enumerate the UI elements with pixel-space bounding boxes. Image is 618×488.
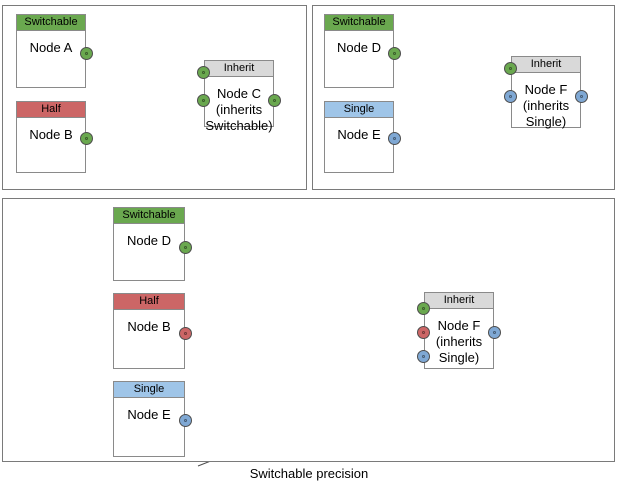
node-e-output-port[interactable] [388,132,401,145]
node-b-body: Node B [29,127,73,142]
node-c-output-port[interactable] [268,94,281,107]
node-c-input-port-2[interactable] [197,94,210,107]
node-e2[interactable]: Single Node E [113,381,185,457]
node-e2-output-port[interactable] [179,414,192,427]
node-d2-output-port[interactable] [179,241,192,254]
node-d2-header: Switchable [114,208,184,224]
node-e-body: Node E [337,127,381,142]
node-f2-input-port-1[interactable] [417,302,430,315]
node-c-header: Inherit [205,61,273,77]
node-b[interactable]: Half Node B [16,101,86,173]
node-d2-body: Node D [126,233,172,248]
panel-top-left: Switchable Node A Half Node B Inherit No… [2,5,307,190]
node-e2-header: Single [114,382,184,398]
node-a-output-port[interactable] [80,47,93,60]
node-d[interactable]: Switchable Node D [324,14,394,88]
node-b2[interactable]: Half Node B [113,293,185,369]
node-f-input-port-2[interactable] [504,90,517,103]
node-d-header: Switchable [325,15,393,31]
node-f2-output-port[interactable] [488,326,501,339]
node-a-body: Node A [29,40,73,55]
node-a-header: Switchable [17,15,85,31]
node-f[interactable]: Inherit Node F (inherits Single) [511,56,581,129]
node-b-output-port[interactable] [80,132,93,145]
node-f-body: Node F (inherits Single) [522,82,570,129]
node-d-output-port[interactable] [388,47,401,60]
node-f-input-port-1[interactable] [504,62,517,75]
node-b2-header: Half [114,294,184,310]
node-c-input-port-1[interactable] [197,66,210,79]
node-d-body: Node D [336,40,382,55]
diagram-caption: Switchable precision [249,466,369,481]
node-f2-input-port-2[interactable] [417,326,430,339]
node-c-body: Node C (inherits Switchable) [205,86,273,133]
node-b-header: Half [17,102,85,118]
node-f-output-port[interactable] [575,90,588,103]
node-c[interactable]: Inherit Node C (inherits Switchable) [204,60,274,133]
node-d2[interactable]: Switchable Node D [113,207,185,281]
node-e2-body: Node E [127,407,171,422]
node-a[interactable]: Switchable Node A [16,14,86,88]
node-b2-body: Node B [127,319,171,334]
node-e-header: Single [325,102,393,118]
node-f-header: Inherit [512,57,580,73]
node-e[interactable]: Single Node E [324,101,394,173]
node-b2-output-port[interactable] [179,327,192,340]
panel-top-right: Switchable Node D Single Node E Inherit … [312,5,615,190]
node-f2-header: Inherit [425,293,493,309]
node-f2[interactable]: Inherit Node F (inherits Single) [424,292,494,369]
node-f2-body: Node F (inherits Single) [435,318,483,365]
node-f2-input-port-3[interactable] [417,350,430,363]
panel-bottom: Switchable Node D Half Node B Single Nod… [2,198,615,462]
